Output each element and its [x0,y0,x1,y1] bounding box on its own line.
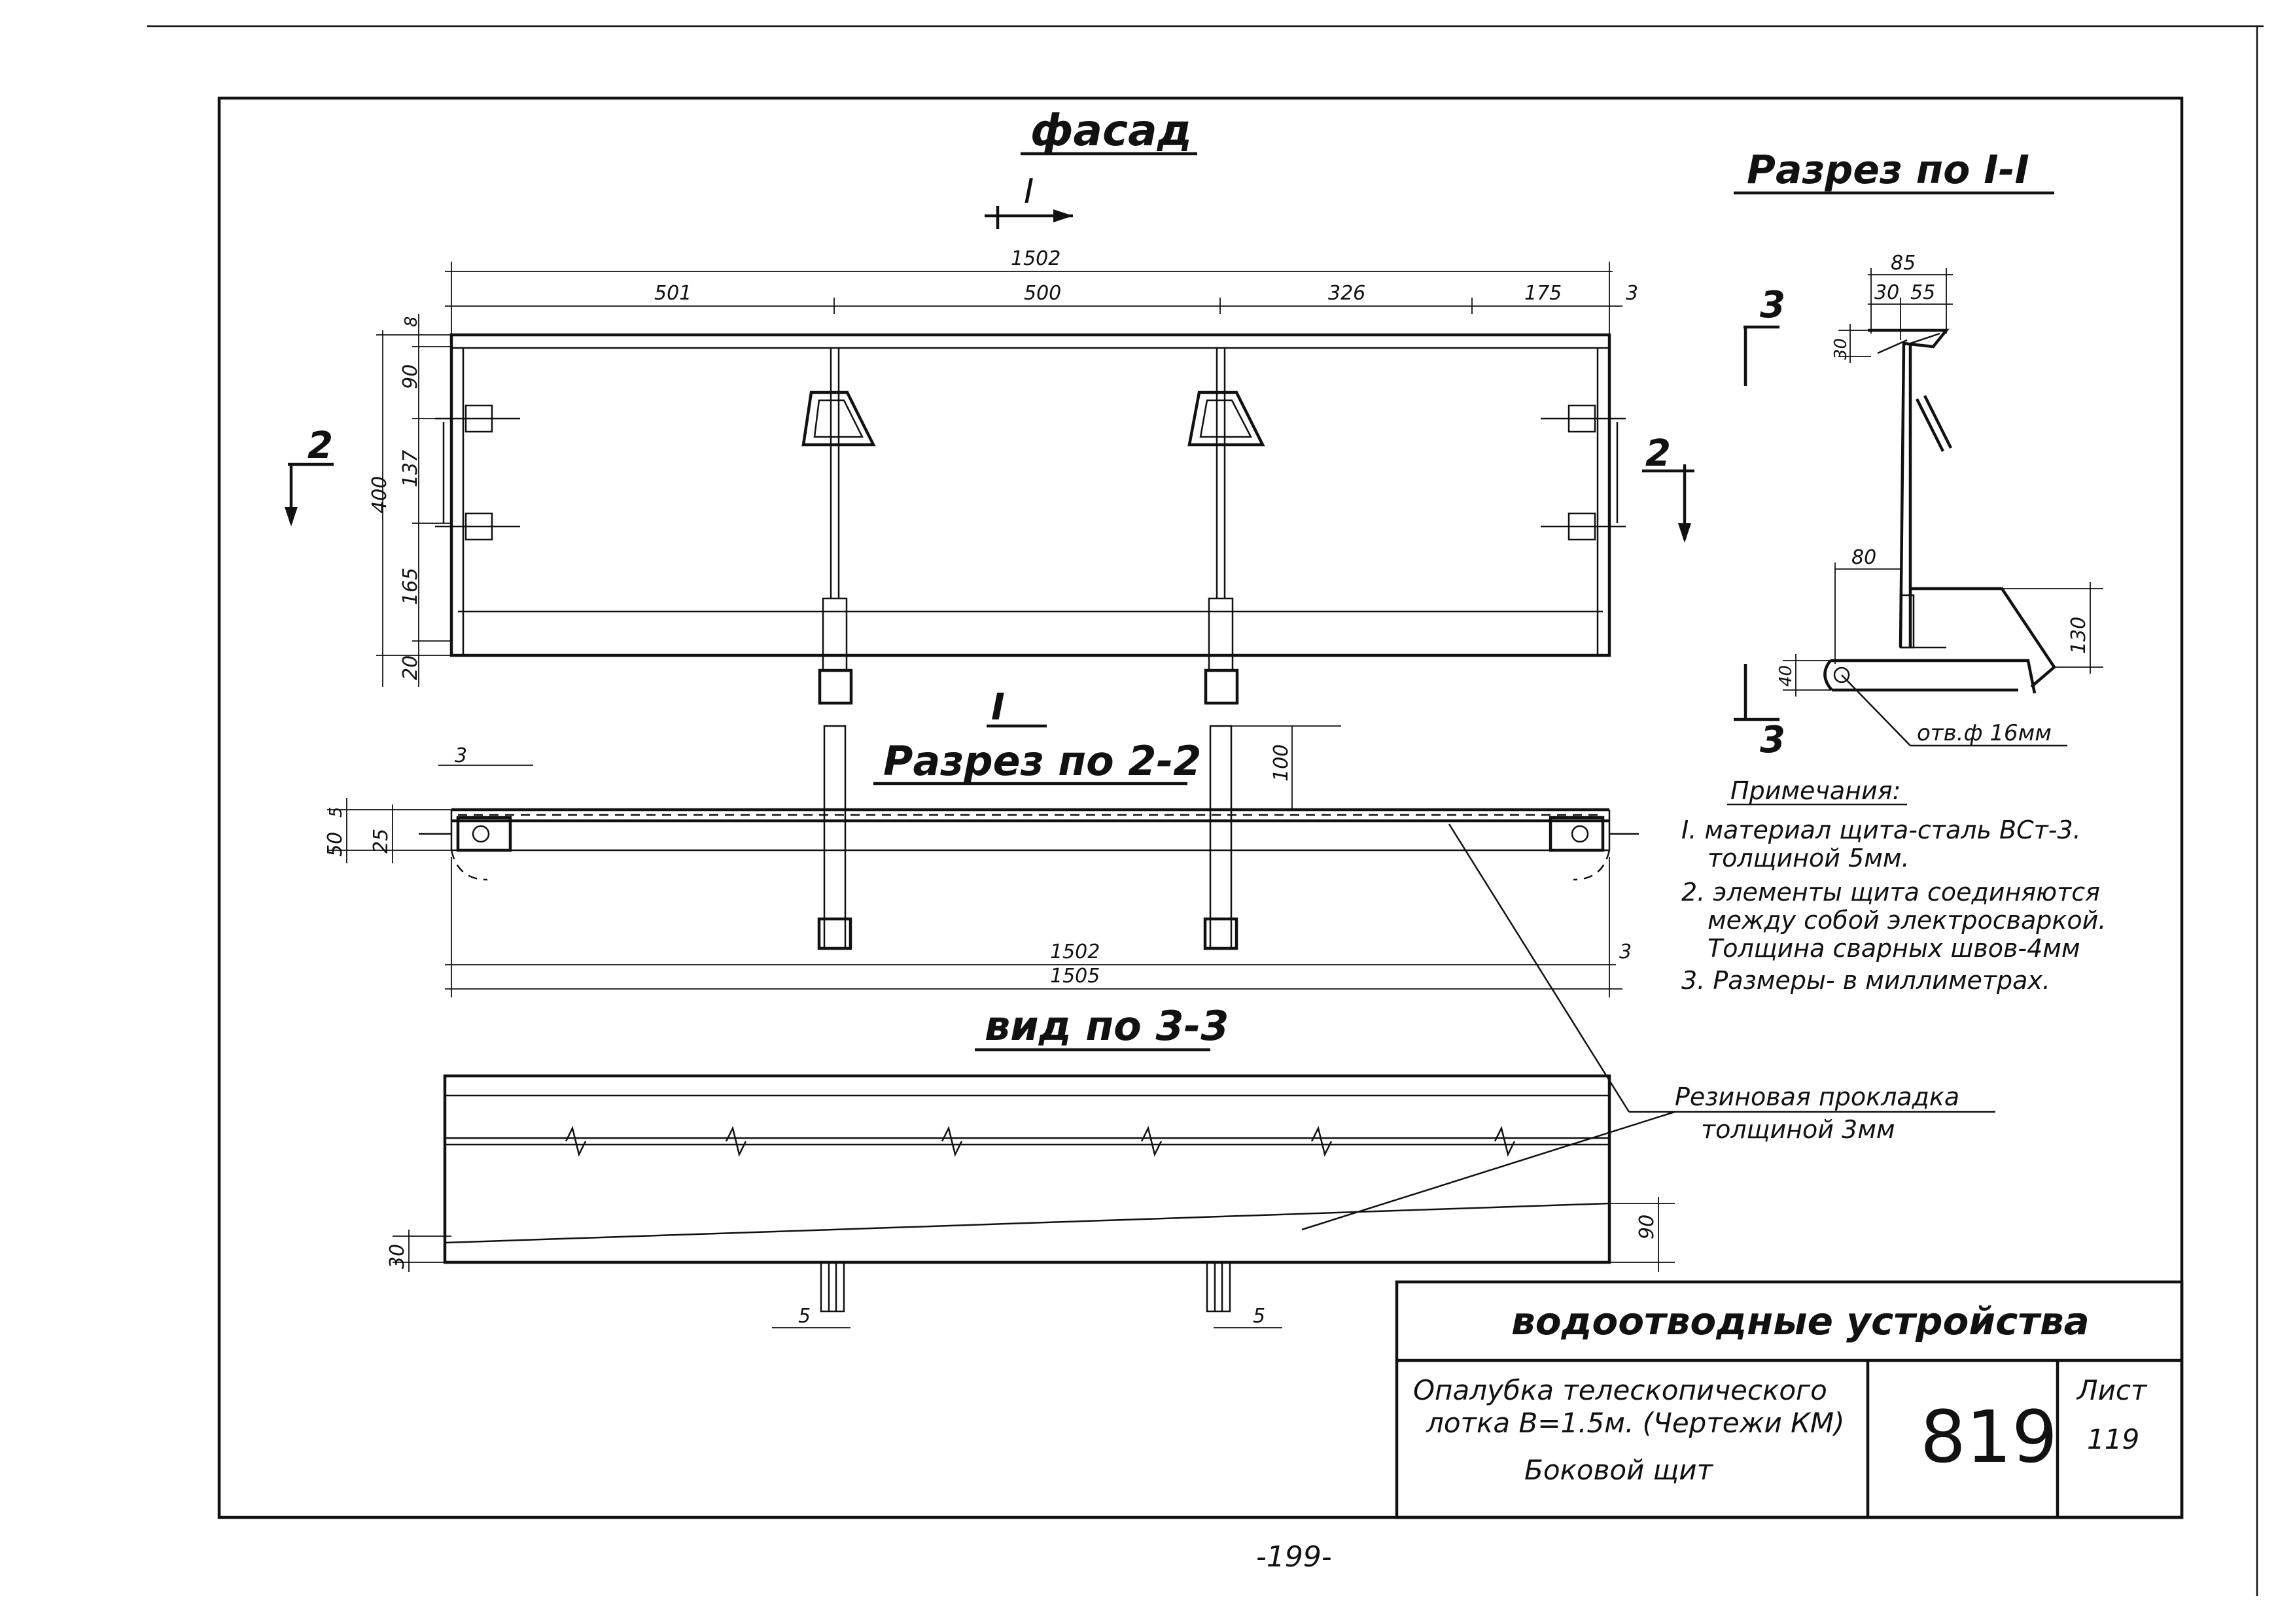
dim-501: 501 [654,282,692,305]
note-line-3: 2. элементы щита соединяются [1681,878,2100,907]
title-block-desc-3: Боковой щит [1524,1454,1714,1486]
section-2-2-drawing [419,725,1639,950]
dim-s22-3: 3 [455,744,467,767]
section-marker-2-right: 2 [1642,432,1694,543]
dim-s11-30a: 30 [1874,281,1899,304]
facade-left-dimensions: 400 8 90 137 165 20 [368,314,455,687]
dim-s11-80: 80 [1851,546,1876,569]
page-number: -199- [1256,1540,1332,1574]
notes-block: Примечания: I. материал щита-сталь ВСт-3… [1681,776,2106,995]
dim-500: 500 [1024,282,1061,305]
dim-v33-5a: 5 [798,1305,811,1328]
drawing-number: 819 [1920,1395,2058,1479]
dim-s22-5: 5 [326,806,346,818]
section-2-2-dimensions: 3 5 50 25 100 1502 1505 3 [324,725,1632,997]
dim-s11-55: 55 [1910,281,1935,304]
dim-s22-25: 25 [370,829,393,854]
title-block-header: водоотводные устройства [1511,1299,2090,1343]
dim-s11-85: 85 [1891,252,1916,275]
dim-v33-90: 90 [1636,1215,1658,1239]
dim-s22-1505: 1505 [1050,965,1100,988]
section-1-1-title: Разрез по I-I [1747,147,2029,193]
rubber-gasket-callout: Резиновая прокладка толщиной 3мм [1301,823,1995,1231]
section-mark-1-top: I [1024,172,1034,211]
section-1-1-dimensions: 85 30 55 30 80 130 40 отв.ф 16мм [1776,252,2103,747]
hole-label: отв.ф 16мм [1917,720,2052,746]
sheet-number: 119 [2087,1423,2139,1455]
dim-137: 137 [399,450,422,487]
title-block-desc-2: лотка В=1.5м. (Чертежи КМ) [1426,1407,1845,1439]
dim-s22-edge3: 3 [1619,941,1632,963]
note-line-1: I. материал щита-сталь ВСт-3. [1681,816,2081,844]
section-marker-1-1-top: I [985,172,1073,229]
dim-v33-30: 30 [386,1244,409,1269]
drawing-frame [217,96,2184,1519]
section-1-1-profile [1823,328,2056,694]
section-mark-2-right: 2 [1645,432,1671,475]
dim-326: 326 [1328,282,1365,305]
dim-90: 90 [399,364,422,389]
dim-s11-40: 40 [1776,665,1796,687]
section-2-2-title: Разрез по 2-2 [883,737,1201,785]
dim-s11-30b: 30 [1831,338,1851,360]
note-line-6: 3. Размеры- в миллиметрах. [1681,966,2050,995]
facade-title: фасад [1030,105,1192,156]
section-marker-2-left: 2 [285,424,334,527]
section-mark-3-top: 3 [1760,284,1785,326]
facade-top-dimensions: 1502 501 500 326 175 3 [445,247,1638,340]
dim-400: 400 [368,476,391,513]
dim-165: 165 [399,568,422,605]
section-marker-1-1-bottom: I [987,686,1047,729]
dim-20: 20 [399,655,422,680]
dim-s22-1502: 1502 [1050,941,1100,963]
view-3-3-title: вид по 3-3 [985,1002,1229,1050]
view-3-3-dimensions: 30 90 5 5 [386,1197,1675,1328]
dim-3-top: 3 [1626,282,1638,305]
section-mark-3-bottom: 3 [1760,719,1785,761]
dim-v33-5b: 5 [1253,1305,1265,1328]
facade-panel [435,333,1626,705]
section-mark-2-left: 2 [307,424,333,467]
note-line-2: толщиной 5мм. [1708,844,1910,872]
title-block: водоотводные устройства Опалубка телеско… [1395,1280,2184,1519]
rubber-label-line2: толщиной 3мм [1701,1115,1895,1144]
dim-s22-50: 50 [324,832,347,857]
dim-s11-130: 130 [2067,617,2090,654]
dim-175: 175 [1524,282,1562,305]
note-line-4: между собой электросваркой. [1708,906,2106,935]
dim-s22-100: 100 [1270,744,1293,782]
notes-heading: Примечания: [1730,776,1901,805]
note-line-5: Толщина сварных швов-4мм [1708,934,2080,963]
dim-8: 8 [402,316,421,327]
rubber-label-line1: Резиновая прокладка [1675,1082,1959,1111]
section-3-3-markers: 3 3 [1734,284,1785,761]
dim-1502-top: 1502 [1011,247,1060,270]
view-3-3-drawing [443,1074,1611,1313]
title-block-desc-1: Опалубка телескопического [1413,1374,1827,1406]
sheet-label: Лист [2076,1374,2148,1406]
section-mark-1-bottom: I [991,686,1005,729]
